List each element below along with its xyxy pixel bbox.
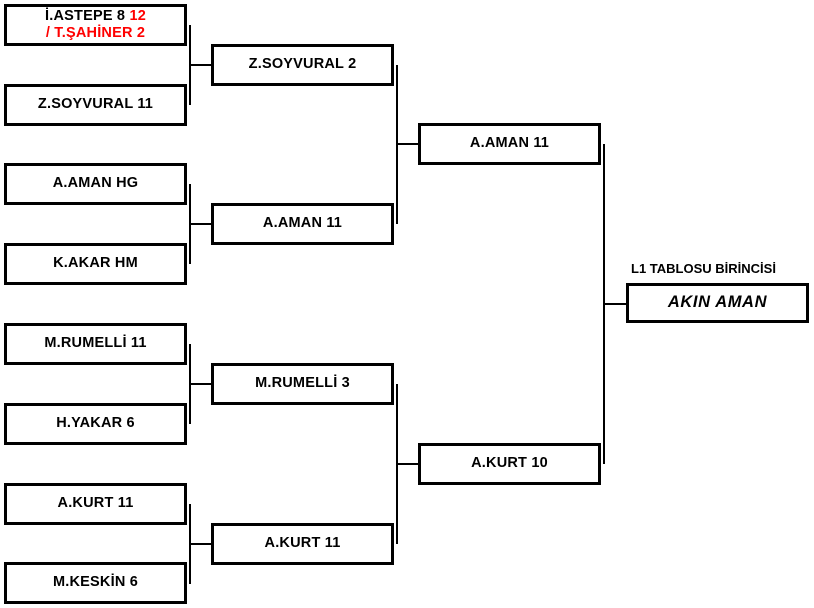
bracket-slot-r3-1[interactable]: A.AMAN 11 (418, 123, 601, 165)
connector-horizontal-r2-pair1 (396, 143, 418, 145)
bracket-slot-r1-8[interactable]: M.KESKİN 6 (4, 562, 187, 604)
connector-horizontal-r1-pair3 (189, 383, 211, 385)
player-name: M.RUMELLİ 11 (44, 335, 147, 352)
bracket-slot-r1-5[interactable]: M.RUMELLİ 11 (4, 323, 187, 365)
winner-title-label: L1 TABLOSU BİRİNCİSİ (631, 261, 776, 276)
player-name: A.AMAN 11 (262, 215, 343, 232)
bracket-slot-r2-2[interactable]: A.AMAN 11 (211, 203, 394, 245)
connector-horizontal-r1-pair1 (189, 64, 211, 66)
bracket-slot-r1-4[interactable]: K.AKAR HM (4, 243, 187, 285)
player-name: A.AMAN HG (52, 175, 139, 192)
player-name-line1: İ.ASTEPE 8 12 (45, 7, 146, 24)
player-name: K.AKAR HM (53, 255, 138, 272)
connector-horizontal-r1-pair2 (189, 223, 211, 225)
winner-name: AKIN AMAN (667, 293, 768, 312)
player-name: M.RUMELLİ 3 (255, 375, 350, 392)
bracket-slot-r1-1[interactable]: İ.ASTEPE 8 12 / T.ŞAHİNER 2 (4, 4, 187, 46)
bracket-slot-winner[interactable]: AKIN AMAN (626, 283, 809, 323)
player-name: Z.SOYVURAL 2 (248, 56, 357, 73)
bracket-slot-r2-3[interactable]: M.RUMELLİ 3 (211, 363, 394, 405)
player-name-line2: / T.ŞAHİNER 2 (45, 25, 146, 41)
player-name: M.KESKİN 6 (53, 574, 138, 591)
bracket-slot-r2-4[interactable]: A.KURT 11 (211, 523, 394, 565)
bracket-slot-r1-2[interactable]: Z.SOYVURAL 11 (4, 84, 187, 126)
connector-horizontal-final (603, 303, 626, 305)
player-name: A.KURT 11 (264, 535, 341, 552)
bracket-slot-r2-1[interactable]: Z.SOYVURAL 2 (211, 44, 394, 86)
bracket-slot-r3-2[interactable]: A.KURT 10 (418, 443, 601, 485)
score-highlight: 12 (129, 7, 146, 24)
player-name: H.YAKAR 6 (56, 415, 135, 432)
bracket-slot-r1-3[interactable]: A.AMAN HG (4, 163, 187, 205)
player-name: A.KURT 10 (471, 455, 548, 472)
bracket-slot-r1-6[interactable]: H.YAKAR 6 (4, 403, 187, 445)
player-name: A.AMAN 11 (469, 135, 550, 152)
connector-horizontal-r1-pair4 (189, 543, 211, 545)
connector-horizontal-r2-pair2 (396, 463, 418, 465)
player-name: A.KURT 11 (57, 495, 134, 512)
bracket-slot-r1-7[interactable]: A.KURT 11 (4, 483, 187, 525)
player-name: Z.SOYVURAL 11 (37, 96, 154, 113)
